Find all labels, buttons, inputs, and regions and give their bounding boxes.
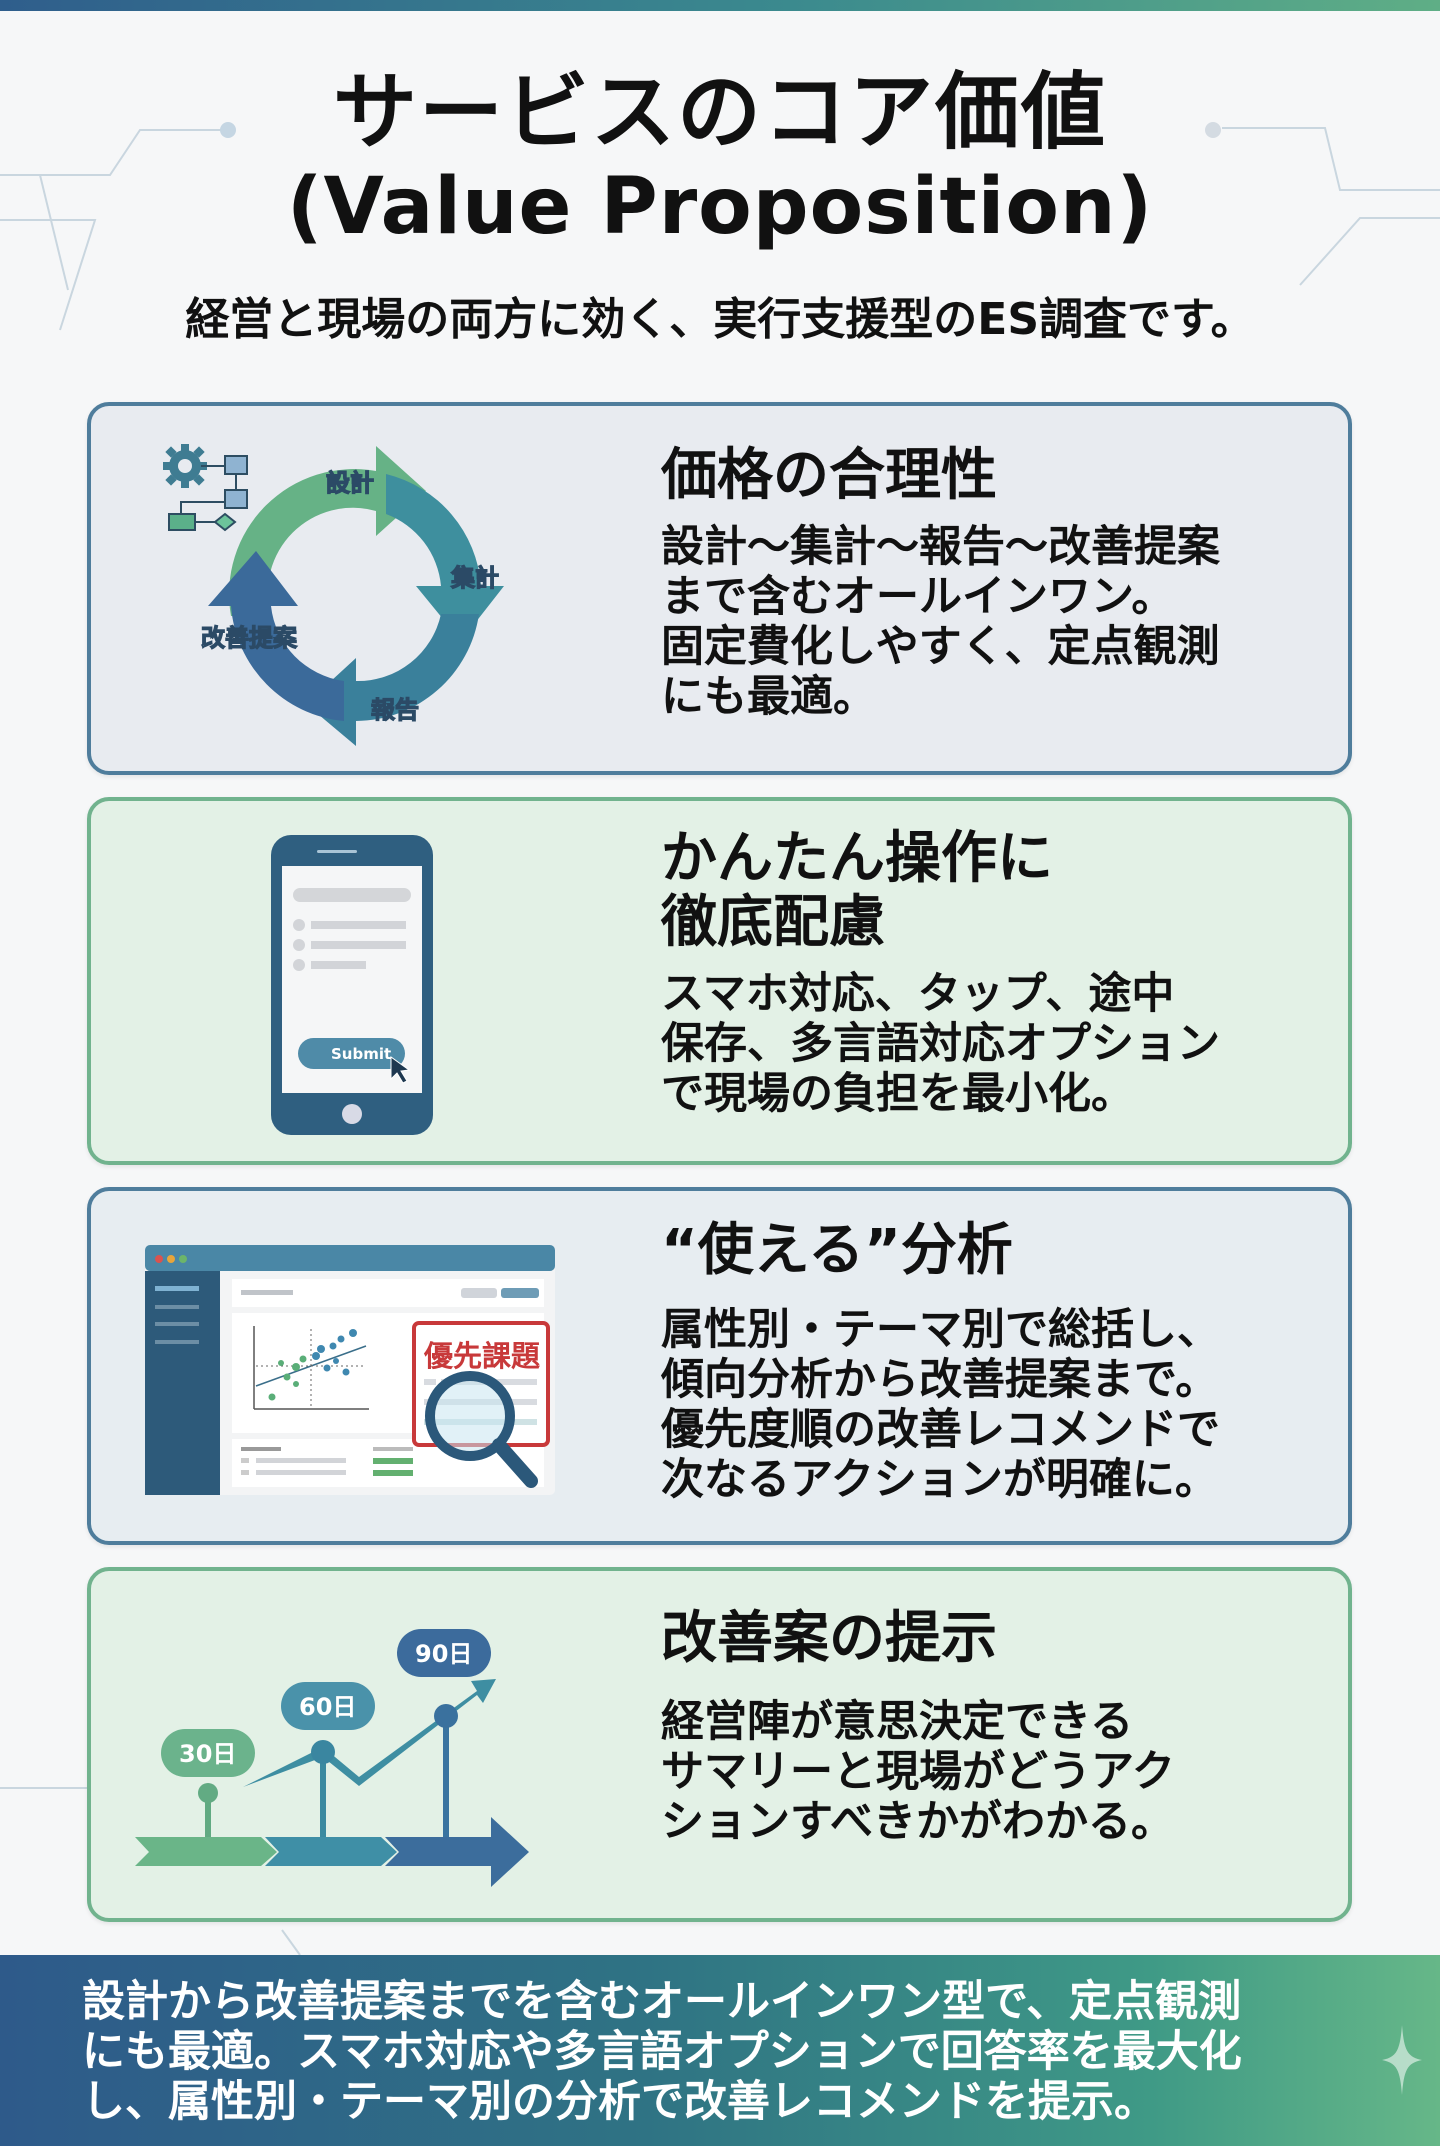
- dashboard-magnifier-icon: 優先課題: [145, 1245, 555, 1495]
- card-title: “使える”分析: [661, 1218, 1013, 1283]
- smartphone-icon: Submit: [271, 835, 433, 1135]
- cycle-label-aggregate: 集計: [450, 564, 499, 592]
- card-body: 属性別・テーマ別で総括し、 傾向分析から改善提案まで。 優先度順の改善レコメンド…: [661, 1305, 1220, 1505]
- card-body: スマホ対応、タップ、途中 保存、多言語対応オプション で現場の負担を最小化。: [661, 969, 1220, 1119]
- summary-text: 設計から改善提案までを含むオールインワン型で、定点観測 にも最適。スマホ対応や多…: [82, 1977, 1242, 2127]
- card-title: 改善案の提示: [661, 1606, 997, 1671]
- gear-flowchart-icon: [163, 444, 248, 532]
- card-text-block: かんたん操作に 徹底配慮 スマホ対応、タップ、途中 保存、多言語対応オプション …: [661, 801, 1341, 1120]
- roadmap-icon: 30日 60日 90日: [135, 1629, 529, 1887]
- cycle-icon: 設計 集計 報告 改善提案: [163, 444, 504, 746]
- card-text-block: “使える”分析 属性別・テーマ別で総括し、 傾向分析から改善提案まで。 優先度順…: [661, 1191, 1341, 1506]
- cycle-label-design: 設計: [326, 469, 374, 497]
- page-title-english: (Value Proposition): [286, 162, 1154, 252]
- page-subtitle: 経営と現場の両方に効く、実行支援型のES調査です。: [185, 294, 1255, 345]
- card-title: 価格の合理性: [661, 443, 997, 508]
- value-card-usability: Submit かんたん操作に 徹底配慮 スマホ対応、タップ、途中 保存、多言語対…: [87, 797, 1352, 1165]
- cycle-label-improvement: 改善提案: [201, 624, 298, 652]
- top-accent-bar: [0, 0, 1440, 11]
- page-title: サービスのコア価値: [332, 63, 1107, 161]
- card-text-block: 改善案の提示 経営陣が意思決定できる サマリーと現場がどうアク ションすべきかが…: [661, 1571, 1341, 1848]
- sparkle-icon: [1382, 2025, 1422, 2095]
- value-card-improvement-plan: 30日 60日 90日 改善案の提示 経営陣が意思決定できる サマリーと現場がど…: [87, 1567, 1352, 1922]
- card-title: かんたん操作に 徹底配慮: [661, 826, 1053, 955]
- submit-button-label: Submit: [331, 1045, 391, 1063]
- priority-badge-label: 優先課題: [423, 1339, 541, 1373]
- milestone-90-label: 90日: [415, 1640, 472, 1668]
- value-card-pricing: 設計 集計 報告 改善提案 価格の合理性 設計〜集計〜報告〜改善提案 まで含むオ…: [87, 402, 1352, 775]
- card-text-block: 価格の合理性 設計〜集計〜報告〜改善提案 まで含むオールインワン。 固定費化しや…: [661, 406, 1341, 723]
- milestone-60-label: 60日: [299, 1693, 356, 1721]
- card-body: 設計〜集計〜報告〜改善提案 まで含むオールインワン。 固定費化しやすく、定点観測…: [661, 522, 1220, 722]
- value-card-analysis: 優先課題 “使える”分析 属性別・テーマ別で総括し、 傾向分析から改善提案まで。…: [87, 1187, 1352, 1545]
- card-body: 経営陣が意思決定できる サマリーと現場がどうアク ションすべきかがわかる。: [661, 1697, 1175, 1847]
- milestone-30-label: 30日: [179, 1740, 236, 1768]
- summary-banner: 設計から改善提案までを含むオールインワン型で、定点観測 にも最適。スマホ対応や多…: [0, 1955, 1440, 2146]
- cycle-label-report: 報告: [371, 696, 419, 724]
